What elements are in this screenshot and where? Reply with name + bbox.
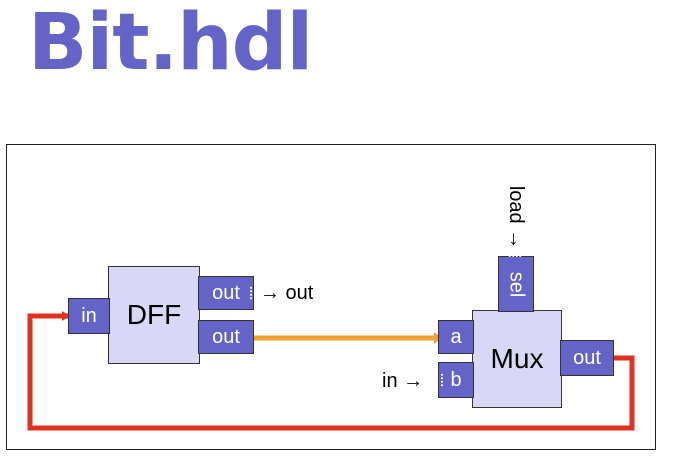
mux-chip: Mux xyxy=(472,310,562,408)
load-external-label: load → xyxy=(505,185,528,250)
mux-a-pin: a xyxy=(438,320,474,354)
mux-sel-pin: sel xyxy=(498,256,534,312)
dff-label: DFF xyxy=(126,299,182,330)
mux-out-label: out xyxy=(573,346,601,369)
mux-label: Mux xyxy=(490,343,544,374)
dff-out2-label: out xyxy=(212,325,240,348)
mux-b-pin: b xyxy=(438,362,474,398)
mux-a-label: a xyxy=(450,325,462,348)
diagram-frame xyxy=(6,144,656,450)
dff-out1-label: out xyxy=(212,281,240,304)
dff-out1-dots xyxy=(249,286,253,300)
mux-out-pin: out xyxy=(560,340,614,376)
mux-b-dots xyxy=(440,373,444,387)
mux-b-label: b xyxy=(450,368,462,391)
dff-out-pin-1: out xyxy=(198,276,254,310)
out-external-label: → out xyxy=(260,282,314,304)
mux-sel-label: sel xyxy=(505,271,528,297)
in-external-label: in → xyxy=(382,370,424,392)
dff-out-pin-2: out xyxy=(198,320,254,354)
feedback-wire xyxy=(27,313,635,431)
dff-chip: DFF xyxy=(108,266,200,364)
dff-in-pin: in xyxy=(68,298,110,334)
dff-in-label: in xyxy=(81,304,97,327)
feedback-arrow xyxy=(62,311,70,321)
mux-sel-dots xyxy=(508,254,522,258)
page-title: Bit.hdl xyxy=(28,0,313,88)
